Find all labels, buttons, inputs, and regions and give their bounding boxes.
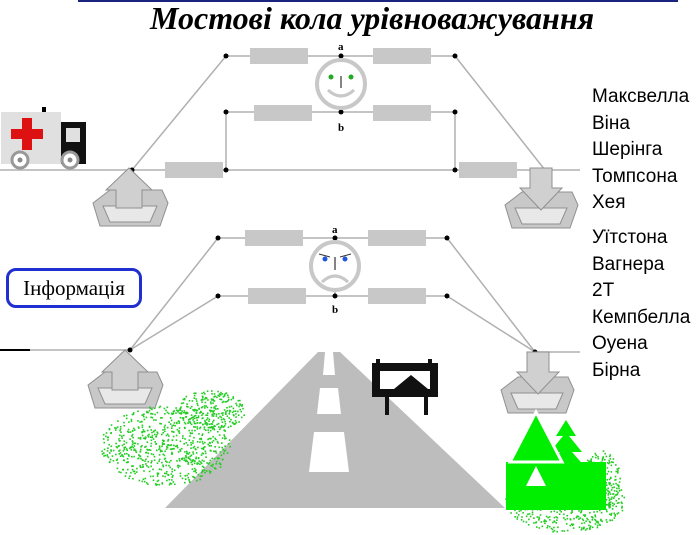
inbox-tray-icon	[500, 351, 575, 414]
bridge-link-hay[interactable]: Хея	[592, 192, 626, 213]
bridge-list-top: Максвелла Віна Шерінга Томпсона Хея	[592, 84, 689, 217]
node-label-b-top: b	[338, 122, 344, 134]
top-right-diagonal	[454, 55, 546, 171]
resistor	[459, 162, 517, 178]
node-label-b-bottom: b	[332, 304, 338, 316]
road-sign-icon	[372, 359, 438, 415]
top-bridge-nodes	[129, 53, 548, 173]
resistor	[165, 162, 223, 178]
tent-tree-icon	[506, 408, 606, 510]
road-illustration	[165, 352, 505, 508]
bridge-link-wien[interactable]: Віна	[592, 112, 630, 134]
bridge-list-bottom: Уїтстона Вагнера 2Т Кемпбелла Оуена Бірн…	[592, 225, 690, 384]
inbox-tray-icon	[504, 167, 579, 229]
info-button[interactable]: Інформація	[6, 268, 142, 308]
top-left-diagonal	[131, 55, 227, 171]
outbox-tray-icon	[92, 167, 169, 227]
node-label-a-top: a	[338, 41, 344, 53]
node-label-a-bottom: a	[332, 224, 338, 236]
sad-face-icon	[309, 240, 361, 292]
bridge-link-owen[interactable]: Оуена	[592, 333, 648, 354]
top-bridge-resistors	[165, 48, 517, 178]
bridge-link-schering[interactable]: Шерінга	[592, 139, 663, 160]
bridge-link-twin-t[interactable]: 2Т	[592, 280, 615, 301]
resistor	[373, 105, 431, 121]
resistor	[254, 105, 312, 121]
bridge-link-thomson[interactable]: Томпсона	[592, 165, 678, 187]
page-title: Мостові кола урівноважування	[150, 0, 595, 36]
happy-face-icon	[315, 58, 367, 110]
ambulance-icon	[1, 107, 86, 170]
bridge-link-byrne[interactable]: Бірна	[592, 359, 641, 381]
resistor	[373, 48, 431, 64]
bridge-link-campbell[interactable]: Кемпбелла	[592, 306, 691, 328]
grass-left	[101, 390, 245, 486]
bridge-link-wagner[interactable]: Вагнера	[592, 253, 665, 275]
bridge-link-wheatstone[interactable]: Уїтстона	[592, 227, 668, 248]
title-underline	[78, 0, 678, 2]
bottom-bridge-nodes	[127, 235, 538, 355]
bottom-bridge-resistors	[245, 230, 426, 304]
bridge-link-maxwell[interactable]: Максвелла	[592, 86, 690, 107]
outbox-tray-icon	[87, 349, 164, 409]
resistor	[250, 48, 308, 64]
